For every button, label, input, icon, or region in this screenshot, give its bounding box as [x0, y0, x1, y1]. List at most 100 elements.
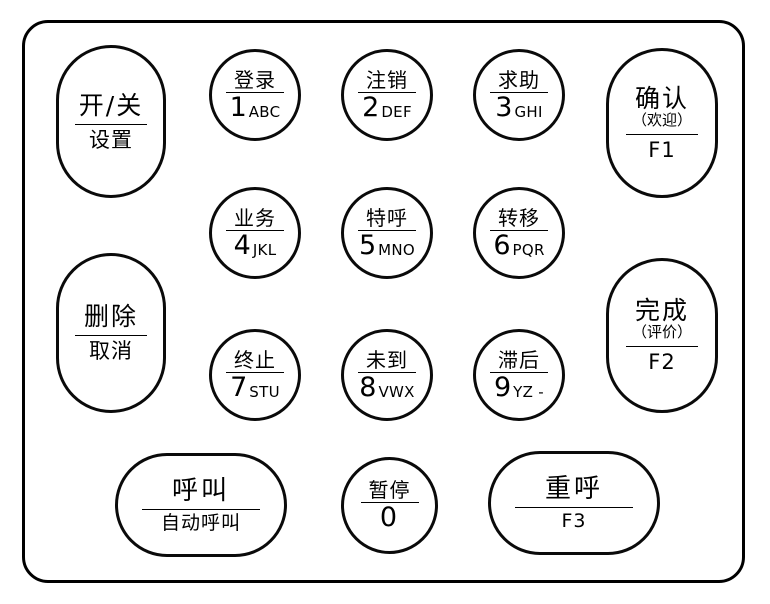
key-face: 完成 （评价） F2 — [626, 298, 698, 373]
key-face: 求助 3 GHI — [490, 70, 548, 121]
key-numeric-1[interactable]: 登录 1 ABC — [209, 49, 301, 141]
key-divider — [358, 91, 416, 93]
key-recall-f3[interactable]: 重呼 F3 — [488, 451, 660, 555]
key-face: 登录 1 ABC — [226, 70, 284, 121]
key-label-bottom: 4 JKL — [234, 232, 277, 259]
key-digit: 9 — [493, 371, 512, 403]
key-label-top: 注销 — [366, 67, 408, 92]
key-numeric-7[interactable]: 终止 7 STU — [209, 329, 301, 421]
key-label-paren: （欢迎） — [631, 110, 692, 129]
key-call-auto-call[interactable]: 呼叫 自动呼叫 — [115, 453, 287, 557]
key-numeric-9[interactable]: 滞后 9 YZ - — [473, 329, 565, 421]
key-power-settings[interactable]: 开/关 设置 — [56, 45, 166, 198]
key-label-bottom: 8 VWX — [359, 374, 414, 401]
key-label-bottom: F2 — [648, 350, 676, 374]
key-letters: VWX — [378, 382, 415, 401]
key-label-bottom: 设置 — [89, 127, 133, 152]
key-numeric-2[interactable]: 注销 2 DEF — [341, 49, 433, 141]
key-letters: YZ - — [513, 382, 544, 401]
key-label-bottom: 3 GHI — [495, 94, 542, 121]
key-digit: 1 — [229, 91, 247, 123]
key-label-top: 重呼 — [544, 473, 603, 504]
key-divider — [360, 502, 419, 503]
key-face: 删除 取消 — [75, 304, 147, 362]
key-face: 未到 8 VWX — [358, 350, 416, 401]
key-numeric-4[interactable]: 业务 4 JKL — [209, 187, 301, 279]
key-digit: 8 — [359, 371, 377, 403]
key-finish-evaluate[interactable]: 完成 （评价） F2 — [606, 258, 718, 413]
key-numeric-3[interactable]: 求助 3 GHI — [473, 49, 565, 141]
key-divider — [515, 506, 633, 508]
key-divider — [490, 91, 548, 93]
key-digit: 5 — [358, 229, 377, 261]
key-face: 确认 （欢迎） F1 — [626, 86, 698, 161]
key-letters: JKL — [252, 240, 277, 259]
key-label-top: 特呼 — [366, 205, 408, 230]
key-divider — [226, 371, 284, 373]
key-letters: GHI — [514, 102, 543, 121]
key-label-top: 转移 — [498, 205, 540, 230]
key-letters: ABC — [248, 102, 281, 121]
key-label-top: 开/关 — [78, 90, 144, 120]
key-label-top: 确认 — [634, 83, 689, 113]
key-divider — [490, 371, 548, 373]
key-numeric-5[interactable]: 特呼 5 MNO — [341, 187, 433, 279]
key-digit: 0 — [379, 502, 398, 533]
key-label-bottom: 5 MNO — [359, 232, 415, 259]
key-label-bottom: 6 PQR — [493, 232, 544, 259]
key-face: 特呼 5 MNO — [358, 208, 416, 259]
key-label-top: 呼叫 — [171, 475, 230, 506]
key-digit: 2 — [362, 91, 380, 123]
key-face: 注销 2 DEF — [358, 70, 416, 121]
key-label-bottom: F3 — [561, 509, 587, 532]
key-face: 暂停 0 — [360, 478, 419, 531]
key-label-top: 求助 — [498, 67, 540, 92]
key-label-bottom: 自动呼叫 — [160, 511, 241, 534]
key-face: 呼叫 自动呼叫 — [142, 478, 260, 533]
key-label-bottom: 2 DEF — [362, 94, 412, 121]
key-face: 重呼 F3 — [515, 476, 633, 531]
key-label-top: 删除 — [83, 302, 138, 331]
key-label-bottom: F1 — [648, 137, 676, 162]
key-digit: 3 — [495, 91, 513, 123]
key-digit: 4 — [233, 229, 251, 261]
key-face: 转移 6 PQR — [490, 208, 548, 259]
key-face: 终止 7 STU — [226, 350, 284, 401]
key-label-top: 登录 — [234, 67, 276, 92]
key-numeric-6[interactable]: 转移 6 PQR — [473, 187, 565, 279]
key-divider — [358, 371, 416, 373]
key-label-top: 完成 — [634, 296, 689, 325]
key-label-bottom: 0 — [380, 504, 399, 531]
key-numeric-0[interactable]: 暂停 0 — [341, 457, 438, 554]
key-label-bottom: 1 ABC — [230, 94, 281, 121]
key-label-bottom: 9 YZ - — [494, 374, 544, 401]
key-divider — [226, 91, 284, 93]
key-numeric-8[interactable]: 未到 8 VWX — [341, 329, 433, 421]
key-label-bottom: 7 STU — [230, 374, 280, 401]
key-letters: DEF — [381, 102, 412, 121]
key-letters: PQR — [512, 240, 545, 259]
key-confirm-welcome[interactable]: 确认 （欢迎） F1 — [606, 48, 718, 198]
key-face: 业务 4 JKL — [226, 208, 284, 259]
key-divider — [358, 229, 416, 231]
key-digit: 6 — [493, 229, 511, 261]
key-label-top: 暂停 — [368, 478, 411, 502]
key-letters: STU — [249, 382, 280, 401]
key-label-top: 滞后 — [498, 347, 540, 372]
key-face: 开/关 设置 — [75, 93, 147, 151]
key-letters: MNO — [378, 240, 416, 259]
key-label-top: 终止 — [234, 347, 276, 372]
key-delete-cancel[interactable]: 删除 取消 — [56, 253, 166, 413]
key-divider — [75, 123, 147, 125]
key-label-paren: （评价） — [631, 323, 692, 341]
key-divider — [626, 133, 698, 135]
key-divider — [626, 346, 698, 347]
key-label-top: 业务 — [234, 205, 276, 230]
key-digit: 7 — [230, 371, 248, 403]
key-divider — [226, 229, 284, 231]
key-label-bottom: 取消 — [89, 339, 133, 363]
key-face: 滞后 9 YZ - — [490, 350, 548, 401]
key-label-top: 未到 — [366, 347, 408, 372]
key-divider — [75, 335, 147, 336]
